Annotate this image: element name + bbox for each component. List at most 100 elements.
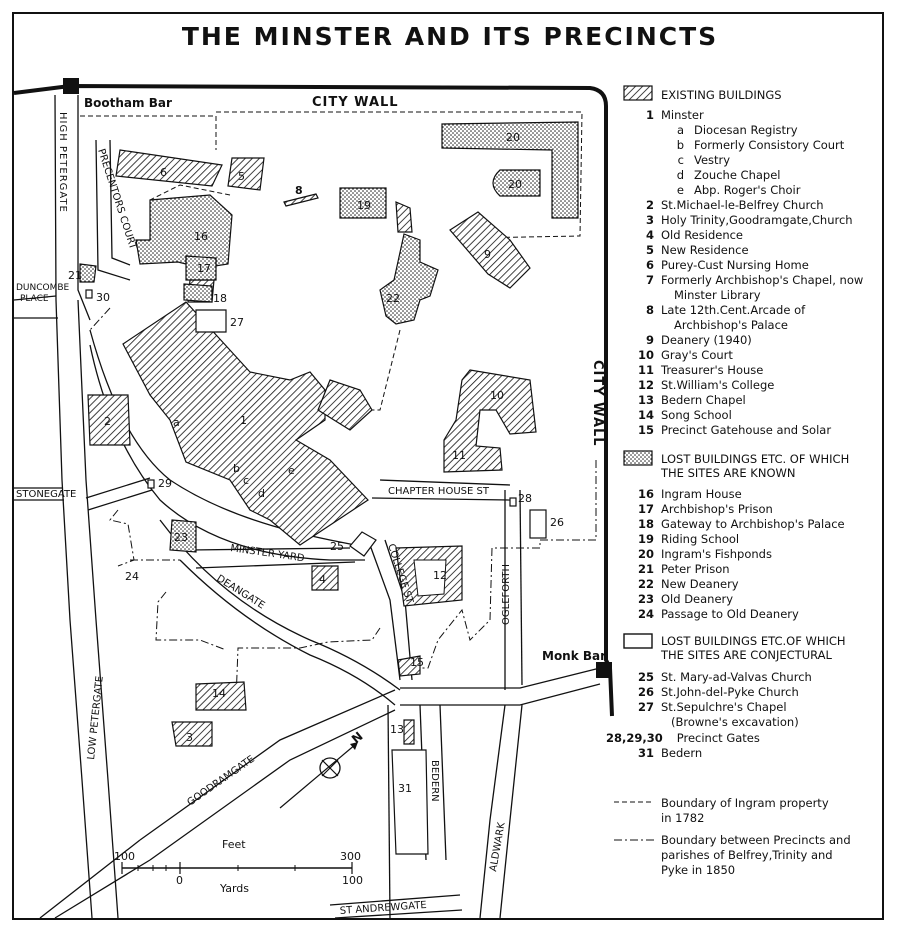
scale-bar: Feet 100 300 0 100 Yards [114,838,363,895]
building-label: 11 [452,449,466,462]
legend-item-cont: Minster Library [674,288,761,302]
building-minster [122,301,369,546]
building-label: 20 [506,131,520,144]
building-label: 22 [386,292,400,305]
label-bootham-bar: Bootham Bar [84,96,172,110]
building-label: 3 [186,731,193,744]
building-label: 1 [240,414,247,427]
scale-feet-title: Feet [222,838,246,851]
building-label: 24 [125,570,139,583]
legend-lost-known-header-2: THE SITES ARE KNOWN [661,466,796,480]
label-ogleforth: OGLEFORTH [501,564,512,625]
building-label: c [243,474,249,487]
building-labels: 6 5 8 19 20 20 16 17 18 27 21 30 22 9 1 … [68,131,564,795]
building-label: 17 [197,262,211,275]
legend-swatches [614,85,654,841]
building-label: 25 [330,540,344,553]
building-label: 20 [508,178,522,191]
building-22 [379,233,439,325]
building-label: 8 [295,184,303,197]
gate-30 [85,289,93,299]
legend-item-cont: (Browne's excavation) [671,715,799,729]
building-label: 12 [433,569,447,582]
building-label: 29 [158,477,172,490]
map-title: THE MINSTER AND ITS PRECINCTS [181,22,719,51]
building-label: 26 [550,516,564,529]
legend-existing-header: EXISTING BUILDINGS [661,88,782,102]
legend-hatched-swatch [623,85,653,101]
legend-plain-swatch [623,633,653,649]
building-23 [169,519,197,553]
legend-boundary-parish-3: Pyke in 1850 [661,863,736,877]
building-26 [529,509,547,539]
building-19 [339,187,387,219]
label-city-wall-right: CITY WALL [590,360,605,447]
building-6 [115,149,223,187]
legend-boundary-parish-2: parishes of Belfrey,Trinity and [661,848,833,862]
building-label: 31 [398,782,412,795]
building-4 [311,565,339,591]
label-city-wall-top: CITY WALL [312,95,399,110]
legend-dotted-swatch [623,450,653,466]
building-10 [443,369,537,473]
building-label: e [288,464,295,477]
building-label: 27 [230,316,244,329]
building-5 [227,157,265,191]
building-31 [391,749,429,855]
building-label: 2 [104,415,111,428]
scale-yards-title: Yards [219,882,249,895]
building-label: 28 [518,492,532,505]
building-label: 9 [484,248,491,261]
label-high-petergate: HIGH PETERGATE [57,112,68,213]
label-goodramgate: GOODRAMGATE [185,754,256,809]
label-bedern: BEDERN [429,760,440,802]
existing-buildings [87,149,537,747]
building-northwest-block [395,201,413,233]
building-label: a [173,416,180,429]
label-stonegate: STONEGATE [16,489,76,500]
building-label: 14 [212,687,226,700]
building-21 [79,263,97,283]
parish-boundary [89,307,597,701]
legend-boundary-ingram-2: in 1782 [661,811,705,825]
building-18 [183,283,213,303]
building-15 [397,655,421,677]
lost-conjectural-buildings [85,289,547,855]
label-deangate: DEANGATE [214,573,266,611]
building-label: 10 [490,389,504,402]
building-label: 30 [96,291,110,304]
building-label: 19 [357,199,371,212]
building-label: 13 [390,723,404,736]
north-arrow-icon: N [279,729,366,809]
building-label: 16 [194,230,208,243]
building-label: 23 [174,531,188,544]
lost-known-buildings [79,121,579,553]
legend-boundary-parish-1: Boundary between Precincts and [661,833,851,847]
legend-lost-known-header-1: LOST BUILDINGS ETC. OF WHICH [661,452,850,466]
building-label: b [233,462,240,475]
